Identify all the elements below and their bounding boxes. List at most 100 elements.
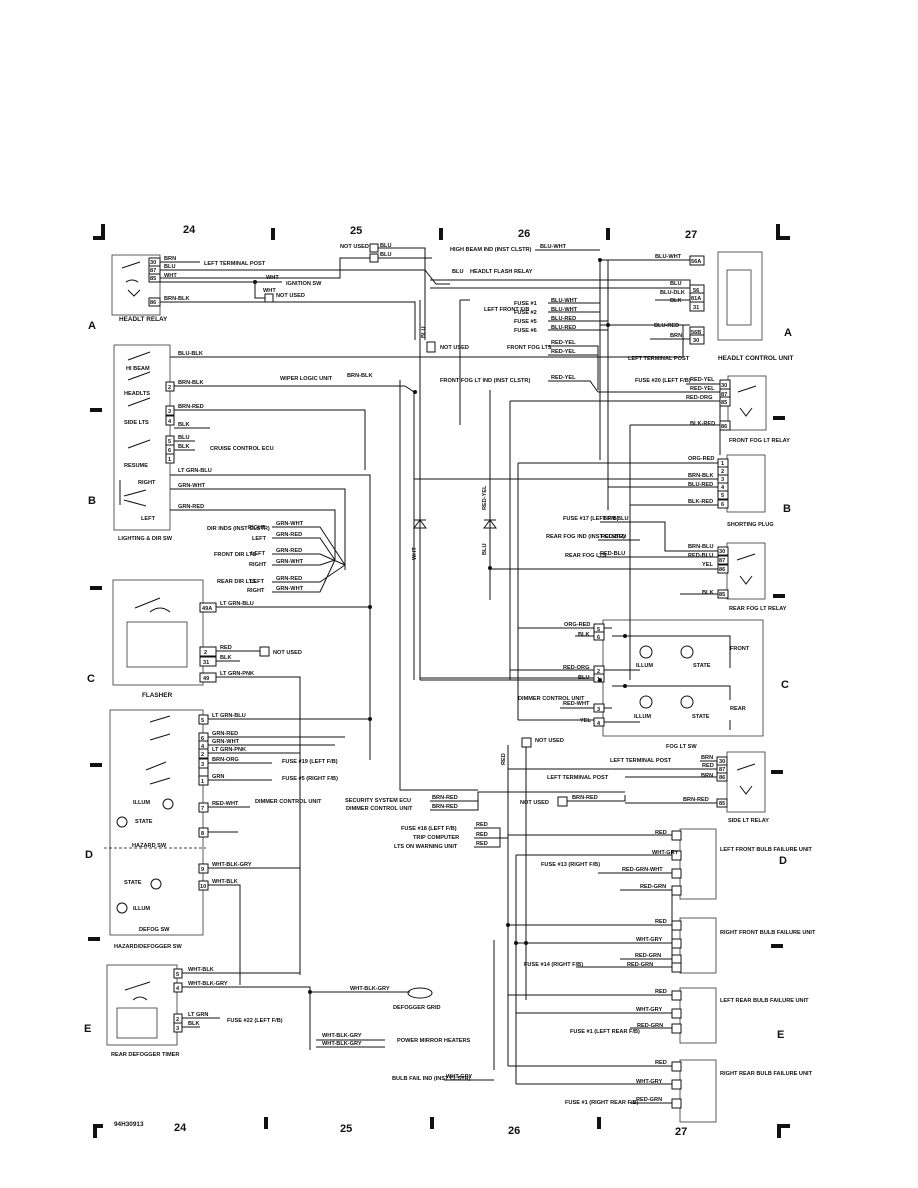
wire-blu-red-4: BLU-RED	[688, 482, 713, 488]
row-label-b-right: B	[783, 503, 791, 515]
drawing-id: 94H30913	[114, 1121, 144, 1128]
dest-high-beam-ind: HIGH BEAM IND (INST CLSTR)	[450, 247, 532, 253]
pin-87: 87	[150, 268, 156, 274]
wire-brn-blk-2: BRN-BLK	[178, 380, 203, 386]
left-rear-bfu: LEFT REAR BULB FAILURE UNIT RED WHT-GRY …	[508, 987, 809, 1044]
wire-lt-grn-pnk-2: LT GRN-PNK	[212, 747, 246, 753]
wire-wht-gry-4: WHT-GRY	[636, 1079, 662, 1085]
wire-wht-gry-2: WHT-GRY	[636, 937, 662, 943]
pin-9-hz: 9	[201, 867, 204, 873]
lighting-dir-sw-label: LIGHTING & DIR SW	[118, 536, 173, 542]
wire-brn-blk-3: BRN-BLK	[347, 373, 372, 379]
fog-lt-sw: 5 6 2 1 3 4 ILLUM STATE ILLUM STATE FRON…	[420, 619, 764, 750]
wire-red-vert: RED	[501, 753, 507, 765]
dest-dimmer-control-2: DIMMER CONTROL UNIT	[346, 806, 413, 812]
wire-blu-wht: BLU-WHT	[540, 244, 567, 250]
wire-grn-red-5: GRN-RED	[212, 731, 238, 737]
pin-31: 31	[203, 660, 209, 666]
pin-4-sp: 4	[721, 485, 725, 491]
left-front-bfu: LEFT FRONT BULB FAILURE UNIT RED WHT-GRY…	[508, 828, 813, 1000]
pin-1-hz: 1	[201, 779, 204, 785]
right-rear-bfu-label: RIGHT REAR BULB FAILURE UNIT	[720, 1071, 813, 1077]
wire-blk-5: BLK	[670, 298, 682, 304]
wire-grn-wht-2: GRN-WHT	[276, 521, 304, 527]
wire-red-4: RED	[476, 832, 488, 838]
pin-86-slr: 86	[719, 775, 725, 781]
right-rear-bfu: RIGHT REAR BULB FAILURE UNIT RED WHT-GRY…	[507, 1000, 813, 1123]
label-illum-1: ILLUM	[133, 800, 150, 806]
wire-brn-blu: BRN-BLU	[603, 516, 628, 522]
row-label-e-right: E	[777, 1029, 784, 1041]
wire-red-yel-3: RED-YEL	[551, 375, 576, 381]
pin-31-hcu: 31	[693, 305, 699, 311]
pin-49: 49	[203, 676, 209, 682]
pin-85-rfr: 85	[719, 592, 725, 598]
label-state-2: STATE	[124, 880, 142, 886]
dest-ignition-sw: IGNITION SW	[286, 281, 322, 287]
dest-lts-on-warning: LTS ON WARNING UNIT	[394, 844, 458, 850]
wire-yel-2: YEL	[580, 718, 591, 724]
wire-blu: BLU	[164, 264, 176, 270]
label-state-fsw-2: STATE	[692, 714, 710, 720]
wire-blk-red-2: BLK-RED	[688, 499, 713, 505]
wire-red-8: RED	[655, 989, 667, 995]
dest-dimmer-control-r: DIMMER CONTROL UNIT	[518, 696, 585, 702]
pin-5-timer: 5	[176, 972, 179, 978]
dest-fuse-5: FUSE #5 (RIGHT F/B)	[282, 776, 338, 782]
wire-blu-4: BLU	[452, 269, 464, 275]
wire-blk-2: BLK	[178, 444, 190, 450]
wire-wht-gry-3: WHT-GRY	[636, 1007, 662, 1013]
pin-56a: 56A	[691, 259, 701, 265]
dest-left-front-fb: LEFT FRONT F/B	[484, 307, 529, 313]
pin-2-sp: 2	[721, 469, 724, 475]
wire-red-yel-2: RED-YEL	[551, 349, 576, 355]
rear-fog-lt-relay: 30 87 86 85 REAR FOG LT RELAY FUSE #17 (…	[490, 516, 787, 612]
dest-front-fog-ind: FRONT FOG LT IND (INST CLSTR)	[440, 378, 530, 384]
label-hi-beam: HI BEAM	[126, 366, 150, 372]
pin-8-hz: 8	[201, 831, 204, 837]
wire-blu-vert-2: BLU	[482, 544, 488, 556]
headlt-relay-label: HEADLT RELAY	[119, 316, 168, 323]
dest-not-used-1: NOT USED	[276, 293, 305, 299]
wire-wht-blk-gry-3: WHT-BLK-GRY	[350, 986, 390, 992]
wire-grn-wht-3: GRN-WHT	[276, 559, 304, 565]
pin-30-rfr: 30	[719, 549, 725, 555]
wire-red-5: RED	[476, 841, 488, 847]
dest-trip-computer: TRIP COMPUTER	[413, 835, 459, 841]
wire-yel: YEL	[702, 562, 713, 568]
pin-85: 85	[150, 276, 156, 282]
pin-2-hz: 2	[201, 752, 204, 758]
wire-red-grn: RED-GRN	[640, 884, 666, 890]
label-side-lts: SIDE LTS	[124, 420, 149, 426]
wire-red-blu-3: RED-BLU	[688, 553, 713, 559]
dest-security-ecu: SECURITY SYSTEM ECU	[345, 798, 411, 804]
wire-grn-red-4: GRN-RED	[276, 576, 302, 582]
dest-fuse-14: FUSE #14 (RIGHT F/B)	[524, 962, 583, 968]
dest-left-terminal-post: LEFT TERMINAL POST	[204, 261, 266, 267]
pin-5: 5	[168, 439, 171, 445]
wire-wht-2: WHT	[266, 275, 279, 281]
column-label-27-top: 27	[685, 229, 697, 241]
wire-blk-3: BLK	[220, 655, 232, 661]
wire-grn-wht: GRN-WHT	[178, 483, 206, 489]
side-lt-relay: 30 87 86 85 SIDE LT RELAY NOT USED RED L…	[345, 380, 769, 1000]
wire-blu-wht-3: BLU-WHT	[551, 298, 578, 304]
wire-blu-vert: BLU	[421, 327, 427, 339]
pin-6-sp: 6	[721, 502, 724, 508]
shorting-plug: 1 2 3 4 5 6 SHORTING PLUG ORG-RED BRN-BL…	[414, 454, 774, 720]
wire-wht-vert: WHT	[412, 547, 418, 560]
pin-30-slr: 30	[719, 759, 725, 765]
wire-wht: WHT	[164, 273, 177, 279]
wire-red: RED	[220, 645, 232, 651]
dest-front-dir-lts: FRONT DIR LTS	[214, 552, 256, 558]
column-label-24-top: 24	[183, 224, 196, 236]
wire-org-red: ORG-RED	[688, 456, 714, 462]
dest-not-used-4: NOT USED	[273, 650, 302, 656]
wire-brn-blk: BRN-BLK	[164, 296, 189, 302]
dest-fuse-13: FUSE #13 (RIGHT F/B)	[541, 862, 600, 868]
pin-4-timer: 4	[176, 986, 180, 992]
row-label-b-left: B	[88, 495, 96, 507]
wire-lt-grn-blu-3: LT GRN-BLU	[212, 713, 246, 719]
side-lt-relay-label: SIDE LT RELAY	[728, 818, 769, 824]
label-resume: RESUME	[124, 463, 148, 469]
